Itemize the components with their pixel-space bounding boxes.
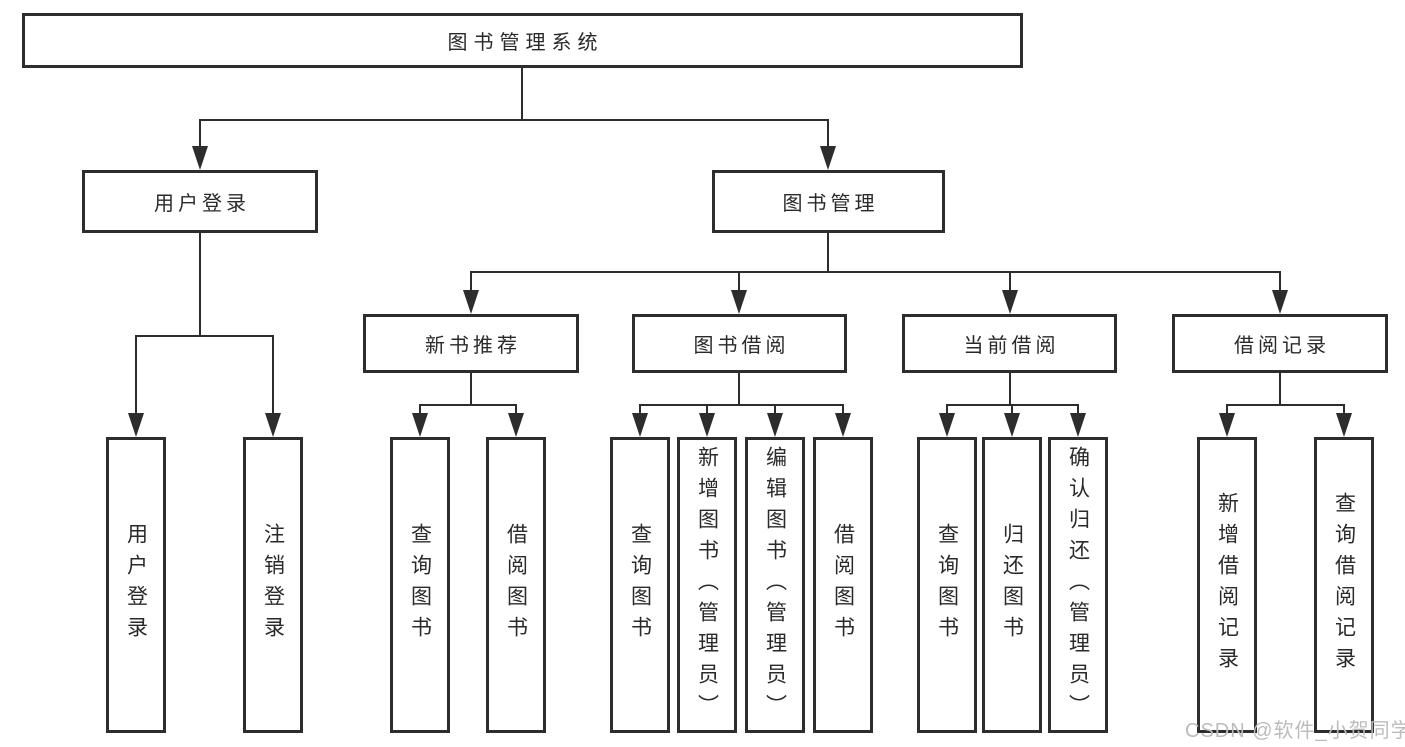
leaf-user-login: 用户登录: [106, 437, 166, 733]
node-label: 编辑图书（管理员）: [763, 445, 787, 725]
connector-line: [842, 404, 844, 413]
leaf-query-books-recommend: 查询图书: [390, 437, 450, 733]
arrow-down-icon: [1002, 290, 1018, 314]
node-label: 借阅图书: [831, 523, 855, 647]
node-label: 查询图书: [628, 523, 652, 647]
connector-line: [470, 271, 472, 290]
connector-line: [1009, 271, 1011, 290]
arrow-down-icon: [1336, 413, 1352, 437]
leaf-query-books-current: 查询图书: [917, 437, 977, 733]
arrow-down-icon: [265, 413, 281, 437]
node-label: 图书管理系统: [447, 32, 604, 54]
arrow-down-icon: [939, 413, 955, 437]
node-label: 新增图书（管理员）: [695, 445, 719, 725]
node-label: 用户登录: [154, 193, 250, 215]
connector-line: [199, 119, 829, 121]
csdn-watermark: CSDN @软件_小贺同学: [1185, 720, 1405, 742]
leaf-logout: 注销登录: [243, 437, 303, 733]
connector-line: [1077, 404, 1079, 413]
node-label: 用户登录: [124, 523, 148, 647]
node-label: 借阅图书: [504, 523, 528, 647]
leaf-return-books: 归还图书: [982, 437, 1042, 733]
arrow-down-icon: [1219, 413, 1235, 437]
arrow-down-icon: [508, 413, 524, 437]
connector-line: [199, 119, 201, 146]
connector-line: [135, 335, 274, 337]
connector-line: [946, 404, 948, 413]
connector-line: [1343, 404, 1345, 413]
node-label: 查询图书: [935, 523, 959, 647]
connector-line: [827, 233, 829, 271]
node-label: 图书管理: [782, 193, 879, 215]
connector-line: [706, 404, 708, 413]
node-book-management: 图书管理: [712, 170, 945, 233]
arrow-down-icon: [192, 146, 208, 170]
node-label: 归还图书: [1000, 523, 1024, 647]
node-new-book-recommend: 新书推荐: [363, 314, 579, 373]
node-library-management-system: 图书管理系统: [22, 13, 1023, 68]
node-user-login: 用户登录: [82, 170, 318, 233]
connector-line: [827, 119, 829, 146]
node-label: 当前借阅: [963, 335, 1060, 357]
connector-line: [470, 271, 1281, 273]
connector-line: [738, 271, 740, 290]
connector-line: [199, 233, 201, 335]
node-label: 借阅记录: [1234, 335, 1330, 357]
arrow-down-icon: [1070, 413, 1086, 437]
node-borrowing-records: 借阅记录: [1172, 314, 1388, 373]
connector-line: [515, 404, 517, 413]
connector-line: [1279, 271, 1281, 290]
node-label: 确认归还（管理员）: [1066, 445, 1090, 725]
leaf-add-books-admin: 新增图书（管理员）: [677, 437, 737, 733]
connector-line: [1226, 404, 1228, 413]
connector-line: [419, 404, 421, 413]
arrow-down-icon: [128, 413, 144, 437]
connector-line: [1279, 373, 1281, 404]
connector-line: [1011, 404, 1013, 413]
connector-line: [639, 404, 844, 406]
connector-line: [738, 373, 740, 404]
connector-line: [521, 68, 523, 119]
arrow-down-icon: [632, 413, 648, 437]
arrow-down-icon: [835, 413, 851, 437]
connector-line: [774, 404, 776, 413]
leaf-query-borrow-record: 查询借阅记录: [1314, 437, 1374, 733]
connector-line: [135, 335, 137, 413]
arrow-down-icon: [1272, 290, 1288, 314]
connector-line: [639, 404, 641, 413]
arrow-down-icon: [820, 146, 836, 170]
arrow-down-icon: [699, 413, 715, 437]
node-label: 查询图书: [408, 523, 432, 647]
leaf-edit-books-admin: 编辑图书（管理员）: [745, 437, 805, 733]
connector-line: [1009, 373, 1011, 404]
node-label: 图书借阅: [693, 335, 790, 357]
arrow-down-icon: [767, 413, 783, 437]
leaf-add-borrow-record: 新增借阅记录: [1197, 437, 1257, 733]
connector-line: [470, 373, 472, 404]
node-label: 新增借阅记录: [1215, 492, 1239, 678]
leaf-borrow-books: 借阅图书: [813, 437, 873, 733]
node-current-borrowing: 当前借阅: [902, 314, 1117, 373]
arrow-down-icon: [463, 290, 479, 314]
node-book-borrowing: 图书借阅: [632, 314, 847, 373]
leaf-confirm-return-admin: 确认归还（管理员）: [1048, 437, 1108, 733]
arrow-down-icon: [731, 290, 747, 314]
connector-line: [1226, 404, 1345, 406]
connector-line: [419, 404, 517, 406]
leaf-query-books-borrowing: 查询图书: [610, 437, 670, 733]
arrow-down-icon: [1004, 413, 1020, 437]
leaf-borrow-books-recommend: 借阅图书: [486, 437, 546, 733]
arrow-down-icon: [412, 413, 428, 437]
node-label: 新书推荐: [425, 335, 521, 357]
connector-line: [272, 335, 274, 413]
node-label: 注销登录: [261, 523, 285, 647]
node-label: 查询借阅记录: [1332, 492, 1356, 678]
